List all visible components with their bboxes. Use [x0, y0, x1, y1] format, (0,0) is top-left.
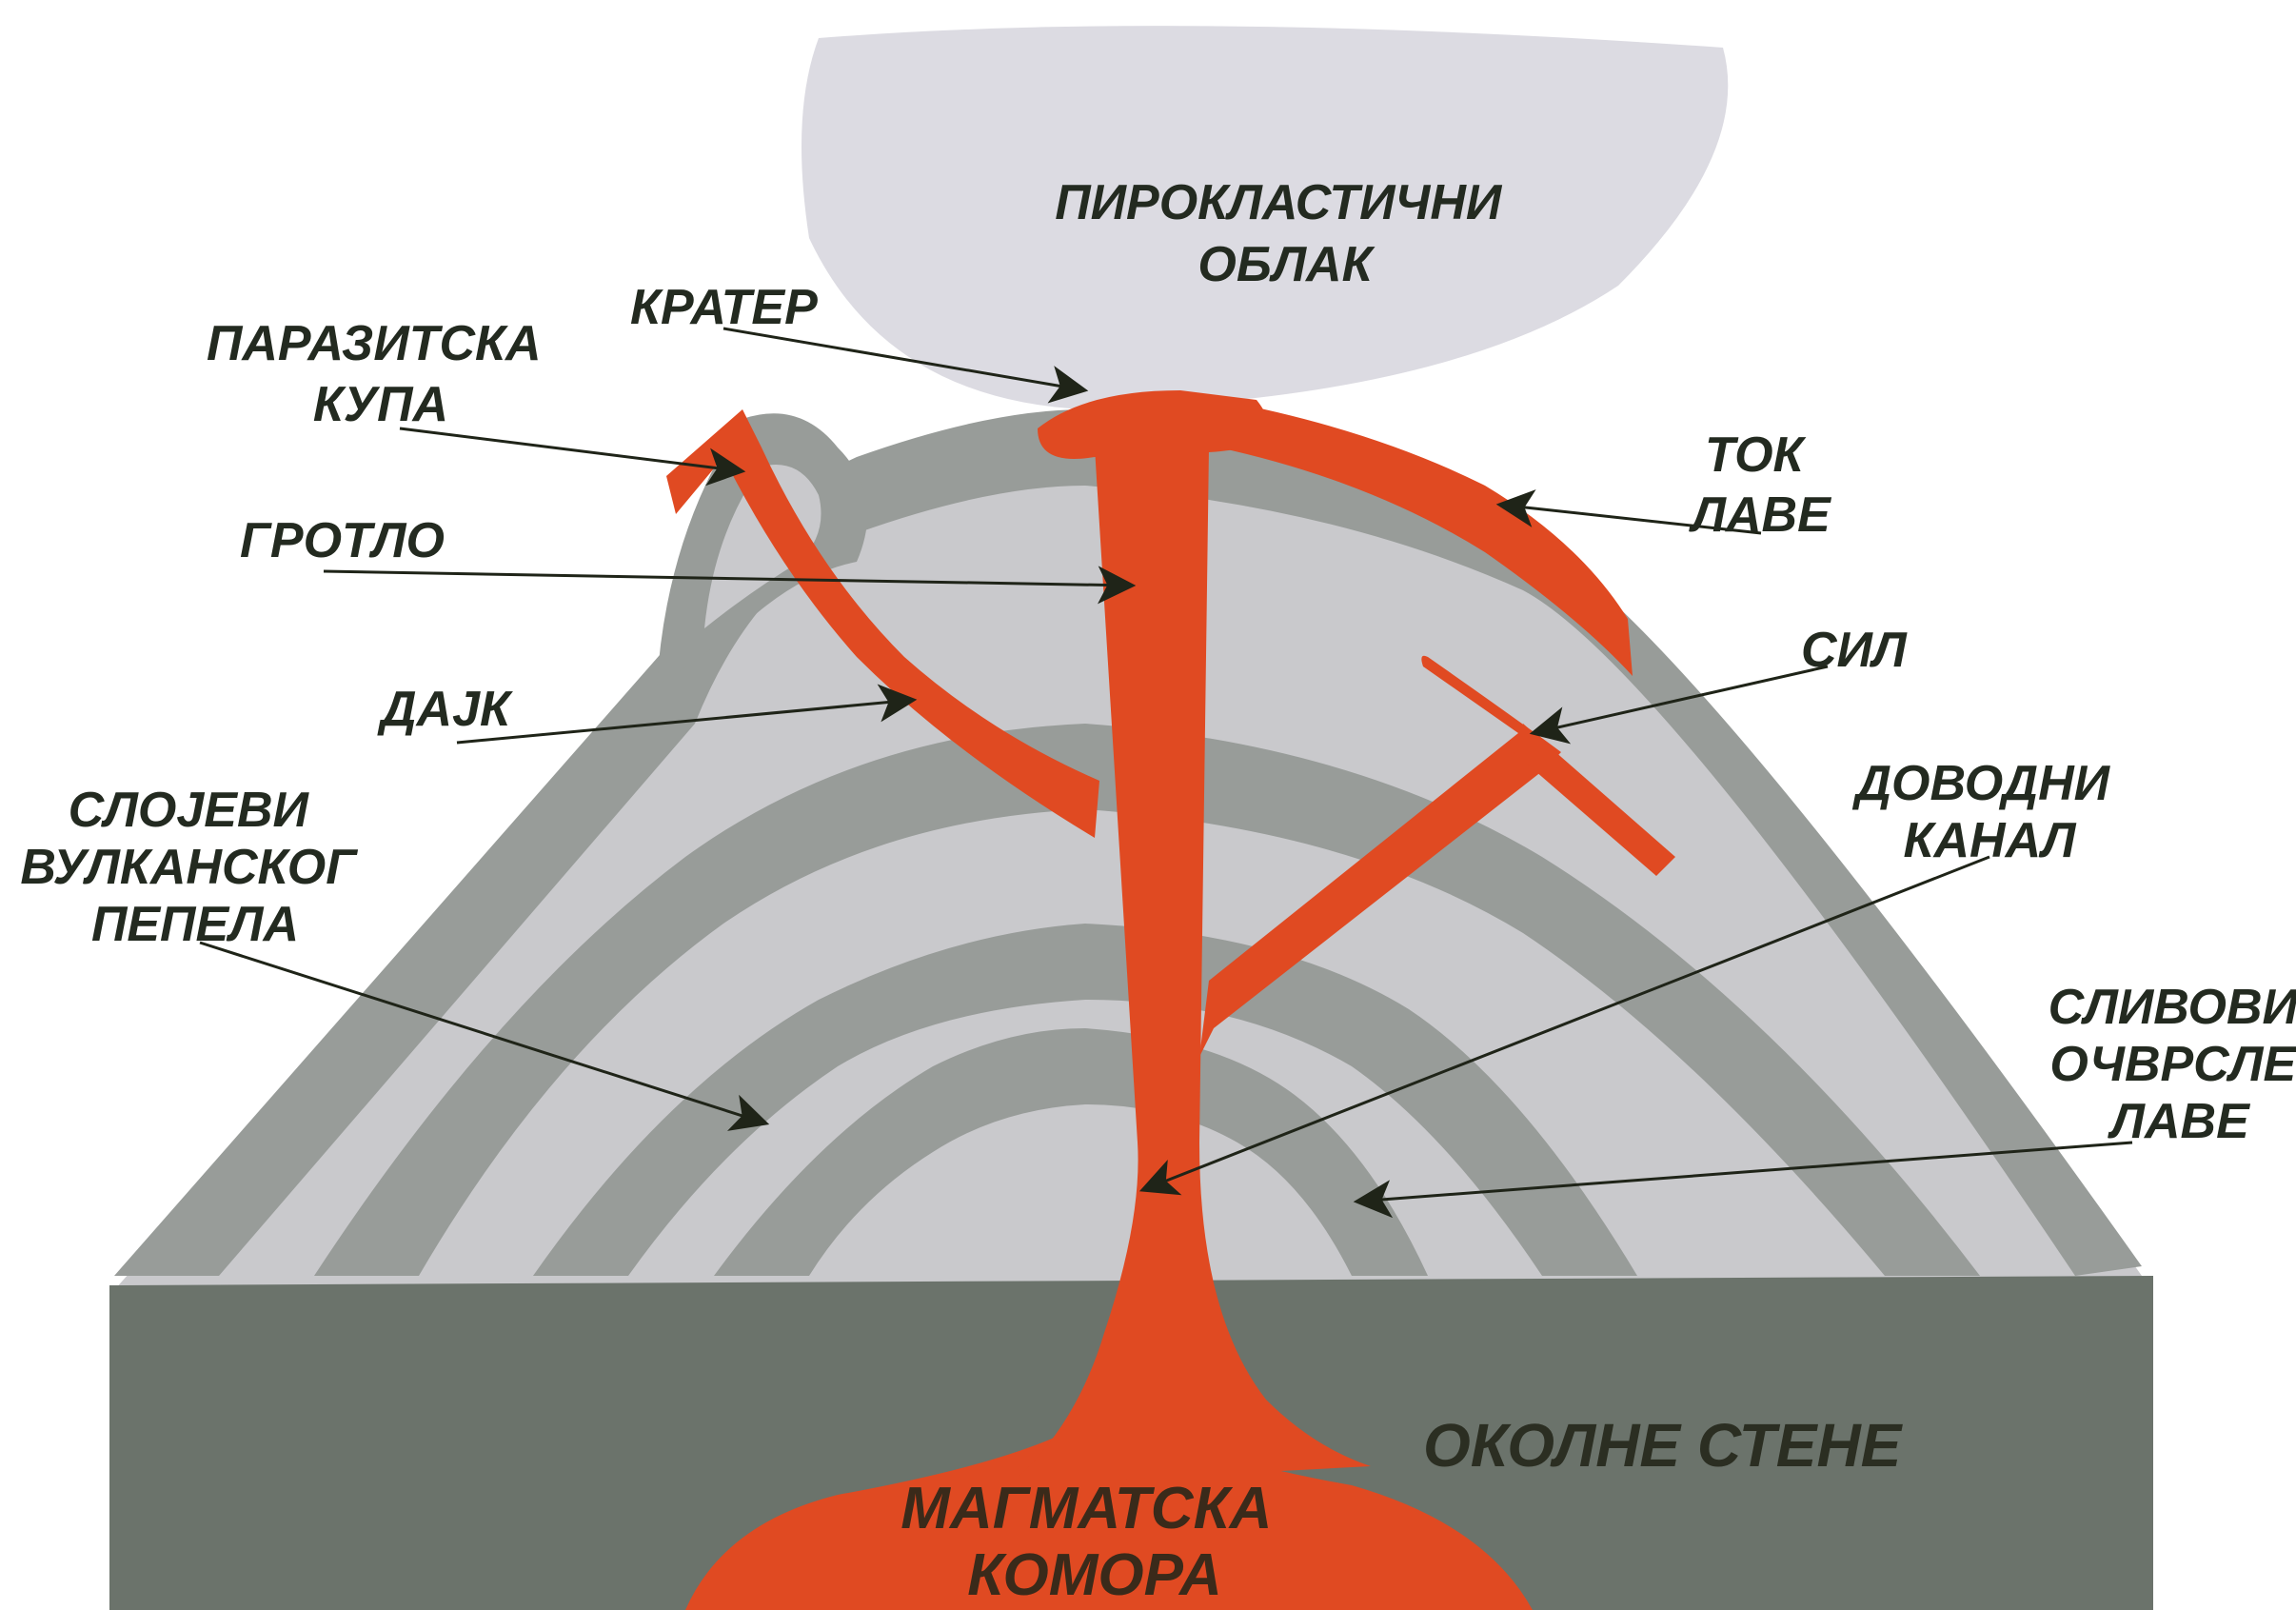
- parasitic-cone-label-line-2: КУПА: [313, 377, 448, 432]
- crater-label: КРАТЕР: [630, 280, 818, 335]
- sill-label: СИЛ: [1801, 623, 1908, 678]
- hardened-lava-label-line-1: СЛИВОВИ: [2049, 980, 2296, 1035]
- conduit-label: ДОВОДНИ КАНАЛ: [1852, 756, 2124, 868]
- ash-layers-label-line-1: СЛОЈЕВИ: [69, 783, 310, 838]
- magma-chamber-label-line-1: МАГМАТСКА: [901, 1476, 1272, 1541]
- parasitic-cone-arrow: [400, 428, 742, 471]
- ash-layers-label: СЛОЈЕВИ ВУЛКАНСКОГ ПЕПЕЛА: [20, 783, 369, 952]
- pyroclastic-cloud-label-line-2: ОБЛАК: [1197, 237, 1375, 292]
- parasitic-cone-label: ПАРАЗИТСКА КУПА: [207, 316, 555, 432]
- ash-layers-label-line-2: ВУЛКАНСКОГ: [20, 840, 358, 895]
- lava-flow-label-line-1: ТОК: [1705, 427, 1807, 483]
- pyroclastic-cloud-label-line-1: ПИРОКЛАСТИЧНИ: [1055, 175, 1503, 230]
- hardened-lava-label-line-3: ЛАВЕ: [2107, 1094, 2250, 1149]
- country-rock-label: ОКОЛНЕ СТЕНЕ: [1423, 1411, 1904, 1480]
- conduit-label-line-1: ДОВОДНИ: [1852, 756, 2111, 811]
- lava-flow-label: ТОК ЛАВЕ: [1688, 427, 1831, 543]
- hardened-lava-label-line-2: ОЧВРСЛЕ: [2049, 1037, 2296, 1092]
- conduit-label-line-2: КАНАЛ: [1904, 813, 2077, 868]
- ash-layers-label-line-3: ПЕПЕЛА: [91, 897, 299, 952]
- parasitic-cone-label-line-1: ПАРАЗИТСКА: [207, 316, 542, 371]
- vent-label: ГРОТЛО: [240, 513, 445, 568]
- magma-chamber-label-line-2: КОМОРА: [967, 1542, 1222, 1608]
- dike-label: ДАЈК: [377, 682, 513, 737]
- lava-flow-label-line-2: ЛАВЕ: [1688, 487, 1831, 543]
- hardened-lava-label: СЛИВОВИ ОЧВРСЛЕ ЛАВЕ: [2049, 980, 2296, 1149]
